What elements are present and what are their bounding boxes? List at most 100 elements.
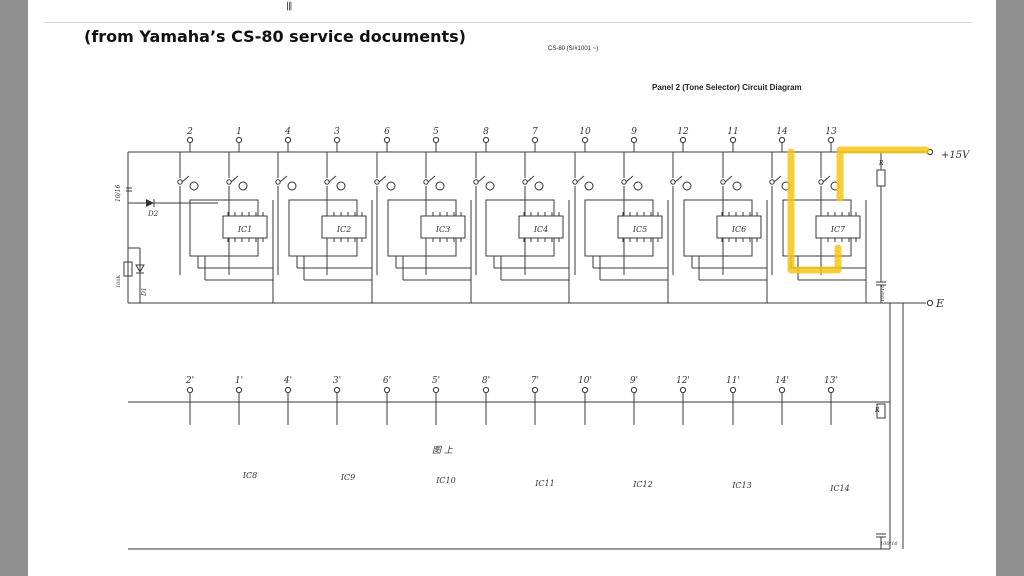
bottom-terminal-label: 2' (185, 376, 194, 386)
lower-ic-label: IC8 (242, 471, 257, 480)
circuit-wiring (123, 136, 934, 550)
ic-label: IC6 (731, 225, 746, 234)
top-terminal (383, 136, 391, 144)
circuit-labels: +15V E R R D2 D1 10/16 100K 100/16 100/1… (115, 127, 971, 547)
switch-contact (473, 179, 479, 185)
top-terminal-label: 6 (384, 127, 390, 137)
bottom-terminal (333, 386, 341, 394)
top-terminal-label: 7 (532, 127, 538, 137)
resistor-label-bottom: R (874, 407, 880, 414)
led-symbol (189, 181, 199, 191)
switch-blade (279, 175, 288, 183)
lower-ic-label: IC9 (340, 473, 355, 482)
top-terminal-label: 12 (677, 127, 689, 137)
ic-chip (518, 215, 564, 239)
lower-ic-label: IC13 (731, 481, 751, 490)
led-symbol (287, 181, 297, 191)
switch-contact (275, 179, 281, 185)
top-terminal (778, 136, 786, 144)
supply-label: +15V (941, 150, 971, 161)
switch-blade (822, 175, 831, 183)
bottom-terminal (482, 386, 490, 394)
resistor-top (876, 169, 886, 187)
bottom-terminal (235, 386, 243, 394)
ic-chip (321, 215, 367, 239)
bottom-terminal-label: 14' (775, 376, 789, 386)
image-caption: (from Yamaha’s CS-80 service documents) (84, 27, 466, 46)
highlight-path-left (787, 148, 842, 274)
switch-blade (576, 175, 585, 183)
led-symbol (485, 181, 495, 191)
bottom-terminal (630, 386, 638, 394)
ground-label: E (935, 297, 944, 310)
top-terminal-label: 13 (825, 127, 837, 137)
bottom-terminal (827, 386, 835, 394)
switch-contact (522, 179, 528, 185)
bottom-terminal-label: 8' (482, 376, 490, 386)
switch-contact (720, 179, 726, 185)
switch-blade (230, 175, 239, 183)
top-terminal-label: 8 (483, 127, 489, 137)
top-terminal (729, 136, 737, 144)
bottom-terminal (778, 386, 786, 394)
lower-ic-label: IC14 (829, 484, 849, 493)
top-terminal-label: 1 (236, 127, 242, 137)
switch-contact (670, 179, 676, 185)
bottom-terminal (432, 386, 440, 394)
ic-chip (815, 215, 861, 239)
ic-label: IC7 (830, 225, 846, 234)
circuit-diagram: CS-80 (S/#1001 ~) Panel 2 (Tone Selector… (115, 46, 971, 550)
res-left-label: 100K (116, 274, 122, 288)
top-terminal (679, 136, 687, 144)
bottom-terminal (186, 386, 194, 394)
toolbar-glyph: 𝄃𝄃 (287, 0, 292, 13)
lower-ic-label: IC12 (632, 480, 652, 489)
top-terminal (531, 136, 539, 144)
bottom-terminal-label: 1' (235, 376, 243, 386)
top-terminal-label: 2 (186, 127, 193, 137)
diagram-title: Panel 2 (Tone Selector) Circuit Diagram (652, 83, 802, 92)
switch-blade (181, 175, 190, 183)
resistor-bottom (876, 403, 886, 419)
top-terminal (235, 136, 243, 144)
cap-left-label: 10/16 (115, 185, 122, 202)
ic-label: IC4 (533, 225, 548, 234)
bottom-terminal (531, 386, 539, 394)
led-symbol (633, 181, 643, 191)
ic-chip (617, 215, 663, 239)
switch-contact (572, 179, 578, 185)
switch-contact (324, 179, 330, 185)
ic-chip (716, 215, 762, 239)
lower-ic-label: IC10 (435, 476, 455, 485)
switch-contact (621, 179, 627, 185)
top-terminal-label: 4 (284, 127, 291, 137)
ic-chip (420, 215, 466, 239)
switch-blade (477, 175, 486, 183)
switch-contact (423, 179, 429, 185)
bottom-terminal-label: 11' (726, 376, 740, 386)
switch-blade (427, 175, 436, 183)
document-page: 𝄃𝄃 (from Yamaha’s CS-80 service document… (28, 0, 996, 576)
highlight-path-right (836, 146, 930, 202)
resistor-label-top: R (878, 160, 884, 167)
bottom-terminal (284, 386, 292, 394)
led-symbol (682, 181, 692, 191)
ic-label: IC2 (336, 225, 351, 234)
ic-label: IC3 (435, 225, 450, 234)
ic-label: IC5 (632, 225, 647, 234)
switch-blade (724, 175, 733, 183)
led-symbol (386, 181, 396, 191)
switch-blade (328, 175, 337, 183)
led-symbol (336, 181, 346, 191)
separator-line (44, 22, 972, 23)
top-terminal-label: 5 (433, 127, 439, 137)
top-terminal (284, 136, 292, 144)
top-terminal (630, 136, 638, 144)
bottom-terminal-label: 10' (578, 376, 592, 386)
model-line: CS-80 (S/#1001 ~) (548, 46, 598, 52)
cap-right-bottom-label: 100/16 (880, 541, 898, 547)
ic-label: IC1 (237, 225, 252, 234)
switch-contact (226, 179, 232, 185)
switch-blade (378, 175, 387, 183)
diode-symbol (146, 199, 154, 207)
